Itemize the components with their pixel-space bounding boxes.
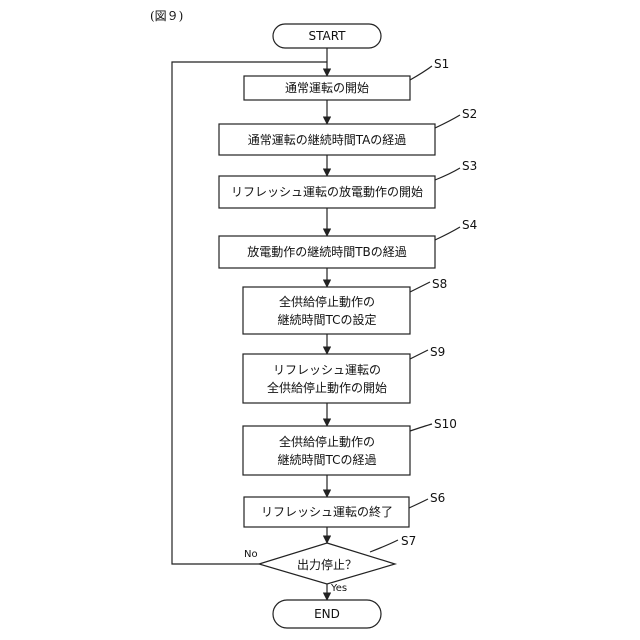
step-leader-s6 <box>409 499 428 508</box>
end-label: END <box>314 607 340 621</box>
step-leader-s10 <box>410 424 432 431</box>
step-text-s1: 通常運転の開始 <box>285 81 369 95</box>
step-id-s2: S2 <box>462 107 477 121</box>
decision-text-s7: 出力停止？ <box>297 557 357 572</box>
figure-label: (図９) <box>150 9 183 23</box>
step-leader-s2 <box>435 115 460 128</box>
step-id-s4: S4 <box>462 218 477 232</box>
step-box-s10 <box>243 426 410 475</box>
step-text-s10-line1: 全供給停止動作の <box>279 434 375 449</box>
step-text-s2: 通常運転の継続時間TAの経過 <box>248 132 407 147</box>
decision-no-label: No <box>244 549 258 560</box>
step-id-s8: S8 <box>432 277 447 291</box>
step-leader-s9 <box>410 350 428 359</box>
step-leader-s3 <box>435 168 460 180</box>
step-id-s6: S6 <box>430 491 445 505</box>
step-text-s8-line2: 継続時間TCの設定 <box>277 312 376 327</box>
step-id-s10: S10 <box>434 417 457 431</box>
step-id-s1: S1 <box>434 57 449 71</box>
step-id-s7: S7 <box>401 534 416 548</box>
start-label: START <box>308 29 346 43</box>
step-leader-s4 <box>435 227 460 240</box>
step-leader-s7 <box>370 540 398 552</box>
step-id-s3: S3 <box>462 159 477 173</box>
decision-yes-label: Yes <box>330 583 347 594</box>
step-box-s9 <box>243 354 410 403</box>
step-leader-s1 <box>410 66 432 80</box>
step-id-s9: S9 <box>430 345 445 359</box>
step-text-s3: リフレッシュ運転の放電動作の開始 <box>231 184 423 199</box>
step-text-s4: 放電動作の継続時間TBの経過 <box>247 244 407 259</box>
step-text-s8-line1: 全供給停止動作の <box>279 294 375 309</box>
step-text-s6: リフレッシュ運転の終了 <box>261 504 393 519</box>
step-text-s10-line2: 継続時間TCの経過 <box>277 452 376 467</box>
step-leader-s8 <box>410 282 430 292</box>
step-text-s9-line2: 全供給停止動作の開始 <box>267 380 387 395</box>
step-text-s9-line1: リフレッシュ運転の <box>273 363 381 377</box>
